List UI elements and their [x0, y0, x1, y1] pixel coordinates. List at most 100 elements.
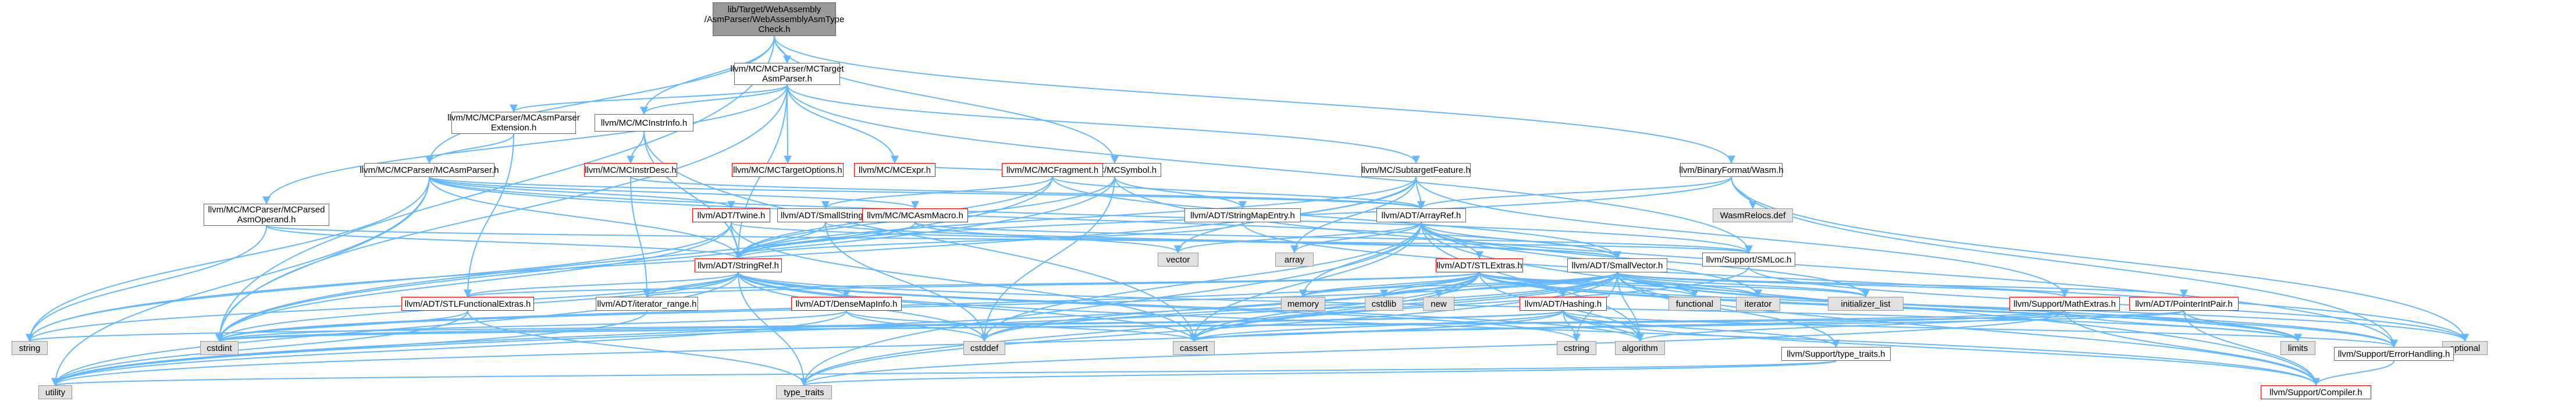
- stringmapentry-node[interactable]: llvm/ADT/StringMapEntry.h: [1184, 208, 1301, 222]
- include-edge: [1617, 272, 1870, 298]
- include-edge: [1563, 310, 2320, 386]
- include-edge: [51, 310, 847, 386]
- errorhandling-node[interactable]: llvm/Support/ErrorHandling.h: [2334, 347, 2454, 361]
- cstdlib-node[interactable]: cstdlib: [1365, 297, 1403, 311]
- include-edge: [980, 176, 1115, 342]
- include-edge: [1617, 272, 1840, 348]
- include-edge: [643, 272, 739, 298]
- include-edge: [640, 36, 775, 115]
- include-edge: [215, 310, 847, 342]
- include-edge: [26, 272, 739, 342]
- typetraits-llvm-node[interactable]: llvm/Support/type_traits.h: [1781, 347, 1891, 361]
- include-edge: [915, 222, 1753, 254]
- include-edge: [1242, 222, 2469, 342]
- include-edge: [1299, 272, 1618, 298]
- asmparserext-node[interactable]: llvm/MC/MCParser/MCAsmParser Extension.h: [447, 112, 580, 134]
- array-node[interactable]: array: [1275, 253, 1314, 267]
- include-edge: [787, 84, 1420, 164]
- include-edge: [266, 225, 742, 260]
- include-edge: [774, 36, 1735, 164]
- cstddef-node[interactable]: cstddef: [963, 341, 1005, 355]
- type-traits-node[interactable]: type_traits: [776, 385, 832, 399]
- mctargetoptions-node[interactable]: llvm/MC/MCTargetOptions.h: [732, 163, 844, 177]
- stlextras-node[interactable]: llvm/ADT/STLExtras.h: [1436, 258, 1523, 272]
- wasmrelocs-node[interactable]: WasmRelocs.def: [1713, 208, 1793, 222]
- cstring-node[interactable]: cstring: [1557, 341, 1596, 355]
- include-edge: [429, 176, 1753, 254]
- include-edge: [215, 222, 732, 342]
- include-edge: [787, 84, 899, 164]
- twine-node[interactable]: llvm/ADT/Twine.h: [692, 208, 770, 222]
- include-edge: [1290, 222, 1422, 254]
- include-edge: [1636, 310, 2065, 342]
- hashing-node[interactable]: llvm/ADT/Hashing.h: [1520, 297, 1607, 311]
- include-edge: [800, 272, 1618, 386]
- include-edge: [26, 176, 430, 342]
- limits-node[interactable]: limits: [2280, 341, 2315, 355]
- include-edge: [510, 84, 788, 113]
- initializer-list-node[interactable]: initializer_list: [1828, 297, 1903, 311]
- iteratorrange-node[interactable]: llvm/ADT/iterator_range.h: [596, 297, 698, 311]
- include-edge: [1617, 272, 2398, 348]
- pointerintpair-node[interactable]: llvm/ADT/PointerIntPair.h: [2129, 297, 2239, 311]
- include-edge: [915, 222, 1182, 254]
- include-edge: [1190, 310, 1564, 342]
- vector-node[interactable]: vector: [1158, 253, 1198, 267]
- include-edge: [734, 222, 916, 260]
- include-edge: [215, 176, 430, 342]
- mcfragment-node[interactable]: llvm/MC/MCFragment.h: [1002, 163, 1103, 177]
- new-node[interactable]: new: [1423, 297, 1454, 311]
- smloc-node[interactable]: llvm/Support/SMLoc.h: [1702, 253, 1795, 267]
- root-header-node[interactable]: lib/Target/WebAssembly /AsmParser/WebAss…: [705, 2, 844, 36]
- include-edge: [429, 176, 742, 260]
- include-edge: [734, 222, 1243, 260]
- mcasmparser-node[interactable]: llvm/MC/MCParser/MCAsmParser.h: [360, 163, 499, 177]
- include-edge: [627, 131, 645, 164]
- stlfunctionalextras-node[interactable]: llvm/ADT/STLFunctionalExtras.h: [401, 297, 534, 311]
- smallstring-node[interactable]: llvm/ADT/SmallString.h: [777, 208, 874, 222]
- cstdint-node[interactable]: cstdint: [200, 341, 239, 355]
- include-edge: [738, 272, 1198, 342]
- include-edge: [464, 272, 739, 298]
- include-edge: [1421, 222, 1621, 260]
- include-edge: [52, 360, 1837, 386]
- wasm-node[interactable]: llvm/BinaryFormat/Wasm.h: [1679, 163, 1784, 177]
- include-edge: [1479, 272, 1870, 298]
- include-edge: [216, 310, 1564, 342]
- arrayref-node[interactable]: llvm/ADT/ArrayRef.h: [1376, 208, 1466, 222]
- cassert-node[interactable]: cassert: [1173, 341, 1215, 355]
- mcexpr-node[interactable]: llvm/MC/MCExpr.h: [854, 163, 935, 177]
- include-edge: [429, 176, 919, 210]
- include-edge: [1563, 310, 1840, 348]
- include-edge: [774, 36, 1119, 164]
- mcasmmacro-node[interactable]: llvm/MC/MCAsmMacro.h: [862, 208, 968, 222]
- include-edge: [2183, 310, 2302, 342]
- utility-node[interactable]: utility: [38, 385, 72, 399]
- include-edge: [1617, 272, 1644, 342]
- include-edge: [821, 176, 1053, 210]
- compiler-node[interactable]: llvm/Support/Compiler.h: [2261, 385, 2371, 399]
- include-edge: [1617, 272, 2188, 298]
- include-edge: [738, 272, 851, 298]
- include-edge: [1114, 176, 1247, 210]
- memory-node[interactable]: memory: [1281, 297, 1325, 311]
- stringref-node[interactable]: llvm/ADT/StringRef.h: [695, 258, 782, 272]
- include-edge: [640, 84, 788, 115]
- mcinstrinfo-node[interactable]: llvm/MC/MCInstrInfo.h: [595, 114, 693, 132]
- string-node[interactable]: string: [12, 341, 48, 355]
- functional-node[interactable]: functional: [1668, 297, 1721, 311]
- include-edge: [643, 272, 1480, 298]
- include-edge: [215, 272, 1618, 342]
- smallvector-node[interactable]: llvm/ADT/SmallVector.h: [1567, 258, 1667, 272]
- mcsubtarget-node[interactable]: llvm/MC/SubtargetFeature.h: [1361, 163, 1471, 177]
- mcinstrdesc-node[interactable]: llvm/MC/MCInstrDesc.h: [584, 163, 677, 177]
- mathextras-node[interactable]: llvm/Support/MathExtras.h: [2009, 297, 2120, 311]
- mcparsedasm-node[interactable]: llvm/MC/MCParser/MCParsed AsmOperand.h: [204, 204, 329, 226]
- iterator-node[interactable]: iterator: [1736, 297, 1780, 311]
- mctargetasmparser-node[interactable]: llvm/MC/MCParser/MCTarget AsmParser.h: [730, 63, 844, 85]
- include-edge: [51, 310, 1564, 386]
- include-edge: [1479, 272, 2469, 342]
- algorithm-node[interactable]: algorithm: [1615, 341, 1665, 355]
- densemapinfo-node[interactable]: llvm/ADT/DenseMapInfo.h: [791, 297, 902, 311]
